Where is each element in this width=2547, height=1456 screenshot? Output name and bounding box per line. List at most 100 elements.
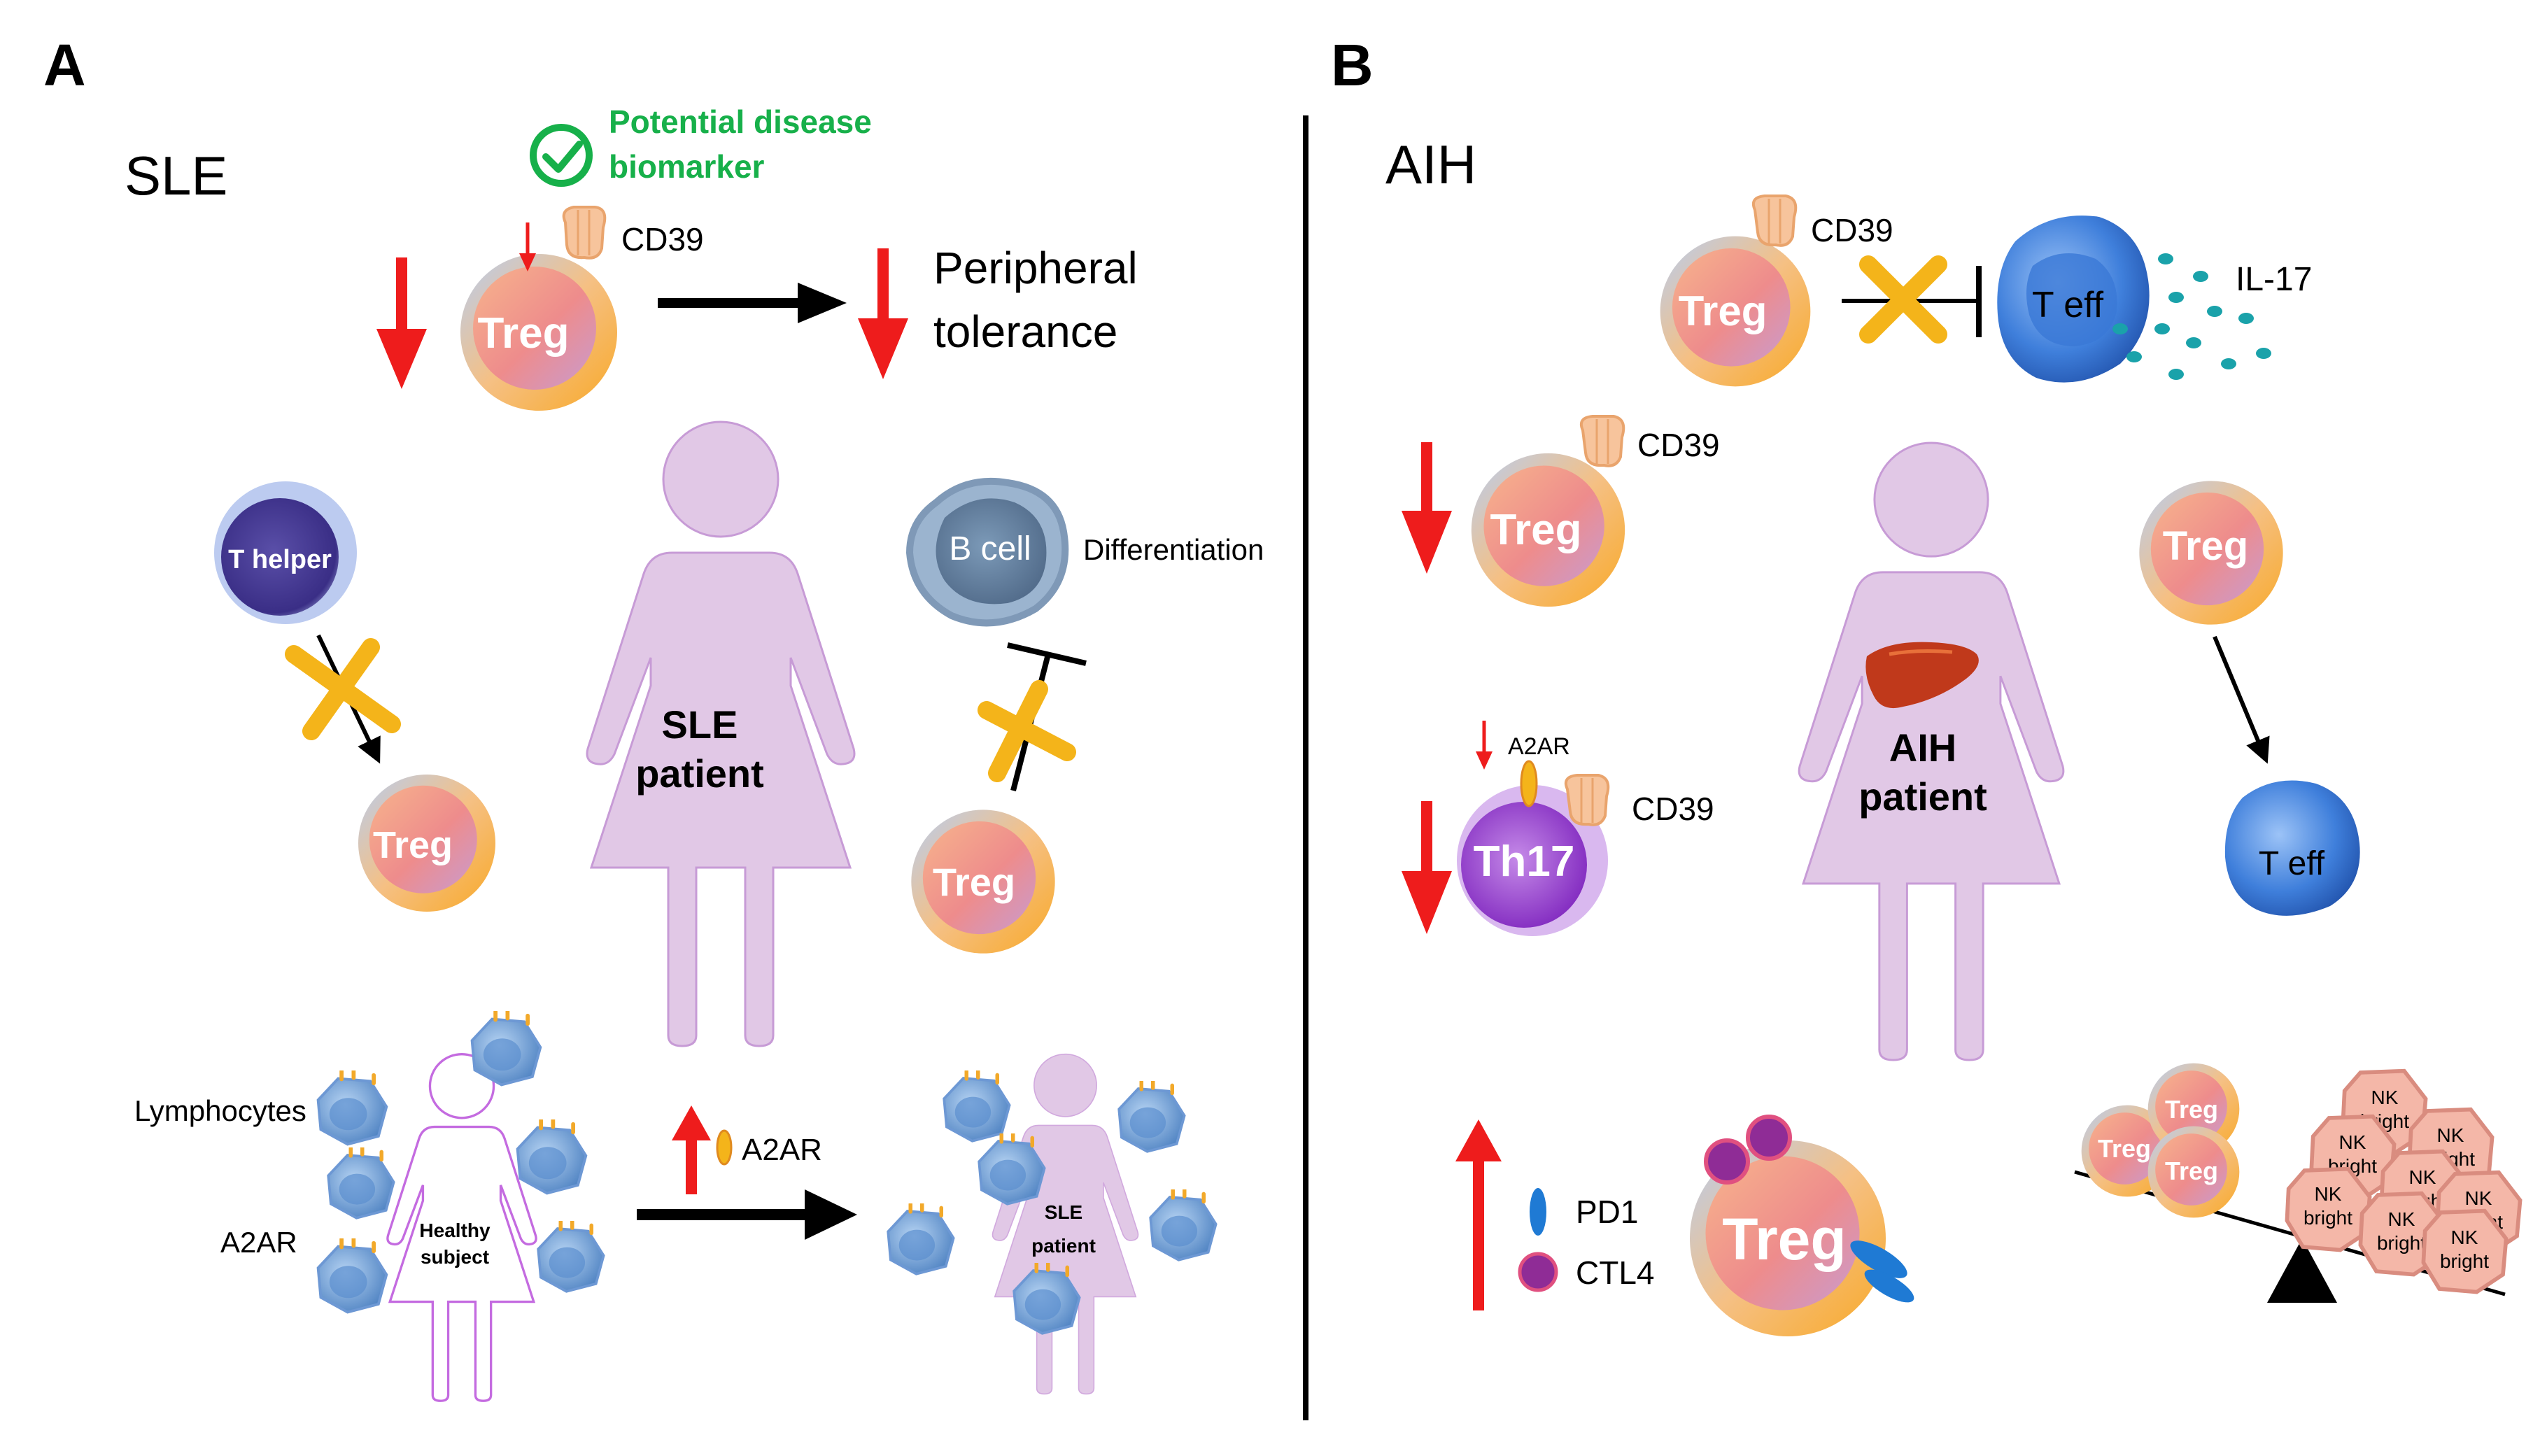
panel-b: B AIH Treg CD39 T eff (1331, 32, 2520, 1336)
healthy-line2: subject (421, 1246, 489, 1268)
treg-label-top: Treg (478, 309, 570, 358)
treg-label-b-bottom: Treg (1722, 1206, 1846, 1272)
check-icon (530, 124, 593, 187)
cd39-label-a: CD39 (621, 221, 704, 257)
th17-label: Th17 (1474, 837, 1575, 886)
nk-label: NK (2388, 1208, 2415, 1230)
sle-small-silhouette (992, 1053, 1139, 1395)
panel-a-title: SLE (125, 145, 227, 206)
treg-label-b-top: Treg (1679, 288, 1768, 334)
panel-a: A SLE Potential disease biomarker Treg C… (43, 32, 1264, 1403)
differentiation-label: Differentiation (1083, 533, 1264, 566)
aih-patient-line1: AIH (1889, 726, 1956, 770)
panel-a-letter: A (43, 32, 86, 98)
treg-label-scale-1: Treg (2098, 1134, 2151, 1163)
red-down-arrow-tolerance (858, 248, 908, 379)
lymphocyte-cell (516, 1119, 588, 1195)
lymphocyte-cell (537, 1221, 605, 1293)
pd1-label: PD1 (1576, 1194, 1638, 1230)
il17-label: IL-17 (2236, 261, 2312, 298)
treg-label-right: Treg (933, 860, 1015, 904)
x-mark-left (285, 638, 401, 740)
nk-label: NK (2409, 1166, 2436, 1188)
healthy-line1: Healthy (419, 1220, 491, 1241)
aih-patient-line2: patient (1858, 775, 1987, 819)
lymphocyte-cell (316, 1238, 388, 1314)
a2ar-label-left: A2AR (220, 1226, 297, 1259)
red-up-arrow-a2ar (672, 1105, 711, 1194)
ctl4-icon (1704, 1138, 1750, 1185)
pd1-icon (1850, 1241, 1907, 1278)
a2ar-receptor-icon (716, 1129, 733, 1166)
x-mark-right (978, 680, 1076, 782)
nk-label: bright (2377, 1232, 2426, 1254)
nk-label: NK (2371, 1087, 2399, 1108)
sle-small-line2: patient (1031, 1235, 1096, 1257)
black-arrow-bottom (637, 1189, 857, 1240)
b-cell-label: B cell (949, 530, 1031, 567)
lymphocytes-label: Lymphocytes (134, 1094, 306, 1127)
tolerance-line1: Peripheral (933, 243, 1138, 293)
lymphocyte-cell (1149, 1189, 1218, 1261)
tolerance-line2: tolerance (933, 306, 1117, 357)
teff-cell-bottom (2224, 780, 2360, 916)
biomarker-label-line2: biomarker (609, 148, 765, 185)
il17-dots (2112, 253, 2271, 380)
red-down-arrow-b-treg (1402, 442, 1452, 574)
nk-label: bright (2440, 1250, 2489, 1272)
nk-label: bright (2303, 1207, 2352, 1229)
th17-cell (1457, 785, 1608, 936)
teff-label-top: T eff (2032, 285, 2104, 325)
treg-to-teff-arrow (2213, 635, 2270, 764)
panel-divider (1303, 115, 1308, 1420)
pd1-icon (1864, 1269, 1914, 1303)
liver-icon (1865, 642, 1979, 709)
panel-b-title: AIH (1385, 134, 1476, 195)
cd39-receptor-icon (1751, 195, 1798, 247)
a2ar-up-label: A2AR (742, 1133, 822, 1167)
a2ar-label-b: A2AR (1508, 733, 1570, 760)
ctl4-icon (1518, 1252, 1558, 1292)
treg-label-b-right: Treg (2163, 523, 2249, 569)
nk-label: NK (2339, 1131, 2366, 1153)
cd39-receptor-icon (1579, 415, 1625, 467)
pd1-icon (1530, 1188, 1546, 1236)
lymphocyte-cell (327, 1147, 395, 1220)
t-helper-label: T helper (228, 545, 332, 574)
treg-label-scale-2: Treg (2165, 1095, 2218, 1124)
treg-label-b-mid: Treg (1490, 506, 1582, 554)
treg-label-scale-3: Treg (2165, 1157, 2218, 1185)
cd39-label-b-th17: CD39 (1632, 791, 1714, 827)
ctl4-label: CTL4 (1576, 1254, 1654, 1291)
cd39-receptor-icon (562, 206, 607, 260)
sle-small-line1: SLE (1045, 1201, 1082, 1223)
teff-label-bottom: T eff (2259, 845, 2325, 882)
x-mark-b (1859, 255, 1947, 344)
nk-label: NK (2315, 1183, 2342, 1205)
nk-label: NK (2465, 1187, 2492, 1209)
ctl4-icon (1746, 1115, 1792, 1161)
sle-patient-line1: SLE (662, 702, 738, 747)
lymphocyte-cell (1117, 1081, 1186, 1153)
treg-label-left: Treg (373, 824, 453, 866)
red-up-arrow-b (1455, 1119, 1502, 1310)
panel-b-letter: B (1331, 32, 1374, 98)
cd39-label-b-mid: CD39 (1637, 427, 1720, 463)
biomarker-label-line1: Potential disease (609, 104, 872, 140)
lymphocyte-cell (316, 1070, 388, 1146)
t-helper-cell (214, 481, 357, 624)
nk-label: NK (2451, 1227, 2478, 1248)
lymphocyte-cell (887, 1203, 955, 1275)
lymphocyte-cell (470, 1011, 542, 1087)
red-down-arrow-th17 (1402, 801, 1452, 934)
a2ar-receptor-icon (1520, 760, 1538, 807)
nk-label: NK (2437, 1124, 2464, 1146)
red-down-arrow-treg (376, 257, 427, 389)
sle-patient-line2: patient (635, 751, 764, 796)
black-arrow-tolerance (658, 283, 847, 323)
nk-cells-group: NK bright NK bright NK bright NK bright … (2287, 1071, 2520, 1292)
teff-cell-top (1997, 215, 2150, 383)
cd39-receptor-icon (1564, 774, 1610, 826)
lymphocyte-cell (943, 1070, 1011, 1143)
